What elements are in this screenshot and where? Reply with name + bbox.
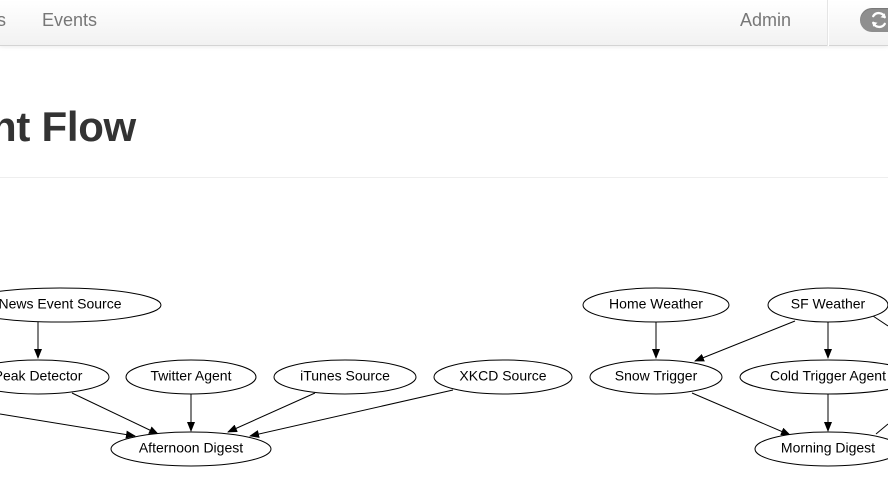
- node-label-twitter-agent: Twitter Agent: [151, 368, 232, 384]
- node-home-weather[interactable]: [582, 287, 730, 323]
- refresh-icon: [872, 11, 886, 29]
- node-label-morning-digest: Morning Digest: [781, 440, 875, 456]
- refresh-button[interactable]: [860, 8, 888, 32]
- edge-sf-weather-to-snow-trigger: [694, 320, 796, 362]
- edge-xkcd-to-afternoon: [249, 389, 454, 438]
- nav-events[interactable]: Events: [42, 10, 98, 30]
- graph-node-labels: News Event Source Peak Detector Twitter …: [0, 296, 886, 456]
- edge-offscreen-to-afternoon: [0, 413, 136, 439]
- node-label-news-event-source: News Event Source: [0, 296, 122, 312]
- node-label-cold-trigger-agent: Cold Trigger Agent: [770, 368, 886, 384]
- title-area: ent Flow: [0, 47, 888, 178]
- node-twitter-agent[interactable]: [125, 359, 257, 395]
- node-label-snow-trigger: Snow Trigger: [615, 368, 698, 384]
- node-sf-weather[interactable]: [767, 287, 888, 323]
- node-label-sf-weather: SF Weather: [791, 296, 866, 312]
- node-itunes-source[interactable]: [273, 359, 417, 395]
- top-navbar: s Events Admin: [0, 0, 888, 46]
- node-morning-digest[interactable]: [754, 431, 888, 467]
- node-label-afternoon-digest: Afternoon Digest: [139, 440, 243, 456]
- edge-snow-trigger-to-morning-digest: [691, 392, 791, 436]
- nav-admin[interactable]: Admin: [740, 10, 792, 30]
- node-label-xkcd-source: XKCD Source: [459, 368, 546, 384]
- node-news-event-source[interactable]: [0, 287, 162, 323]
- node-label-home-weather: Home Weather: [609, 296, 703, 312]
- edge-offscreen-morning-branch: [875, 423, 888, 435]
- edge-itunes-to-afternoon: [227, 392, 316, 433]
- node-snow-trigger[interactable]: [589, 359, 723, 395]
- node-label-peak-detector: Peak Detector: [0, 368, 83, 384]
- node-xkcd-source[interactable]: [433, 359, 573, 395]
- edge-peak-to-afternoon: [71, 392, 159, 435]
- node-afternoon-digest[interactable]: [110, 431, 272, 467]
- graph-edges: [0, 313, 888, 439]
- node-peak-detector[interactable]: [0, 359, 110, 395]
- nav-clipped-item[interactable]: s: [0, 10, 6, 30]
- node-cold-trigger-agent[interactable]: [739, 359, 888, 395]
- node-label-itunes-source: iTunes Source: [300, 368, 390, 384]
- graph-nodes: [0, 287, 888, 467]
- nav-divider: [827, 0, 829, 46]
- page-title: ent Flow: [0, 103, 136, 150]
